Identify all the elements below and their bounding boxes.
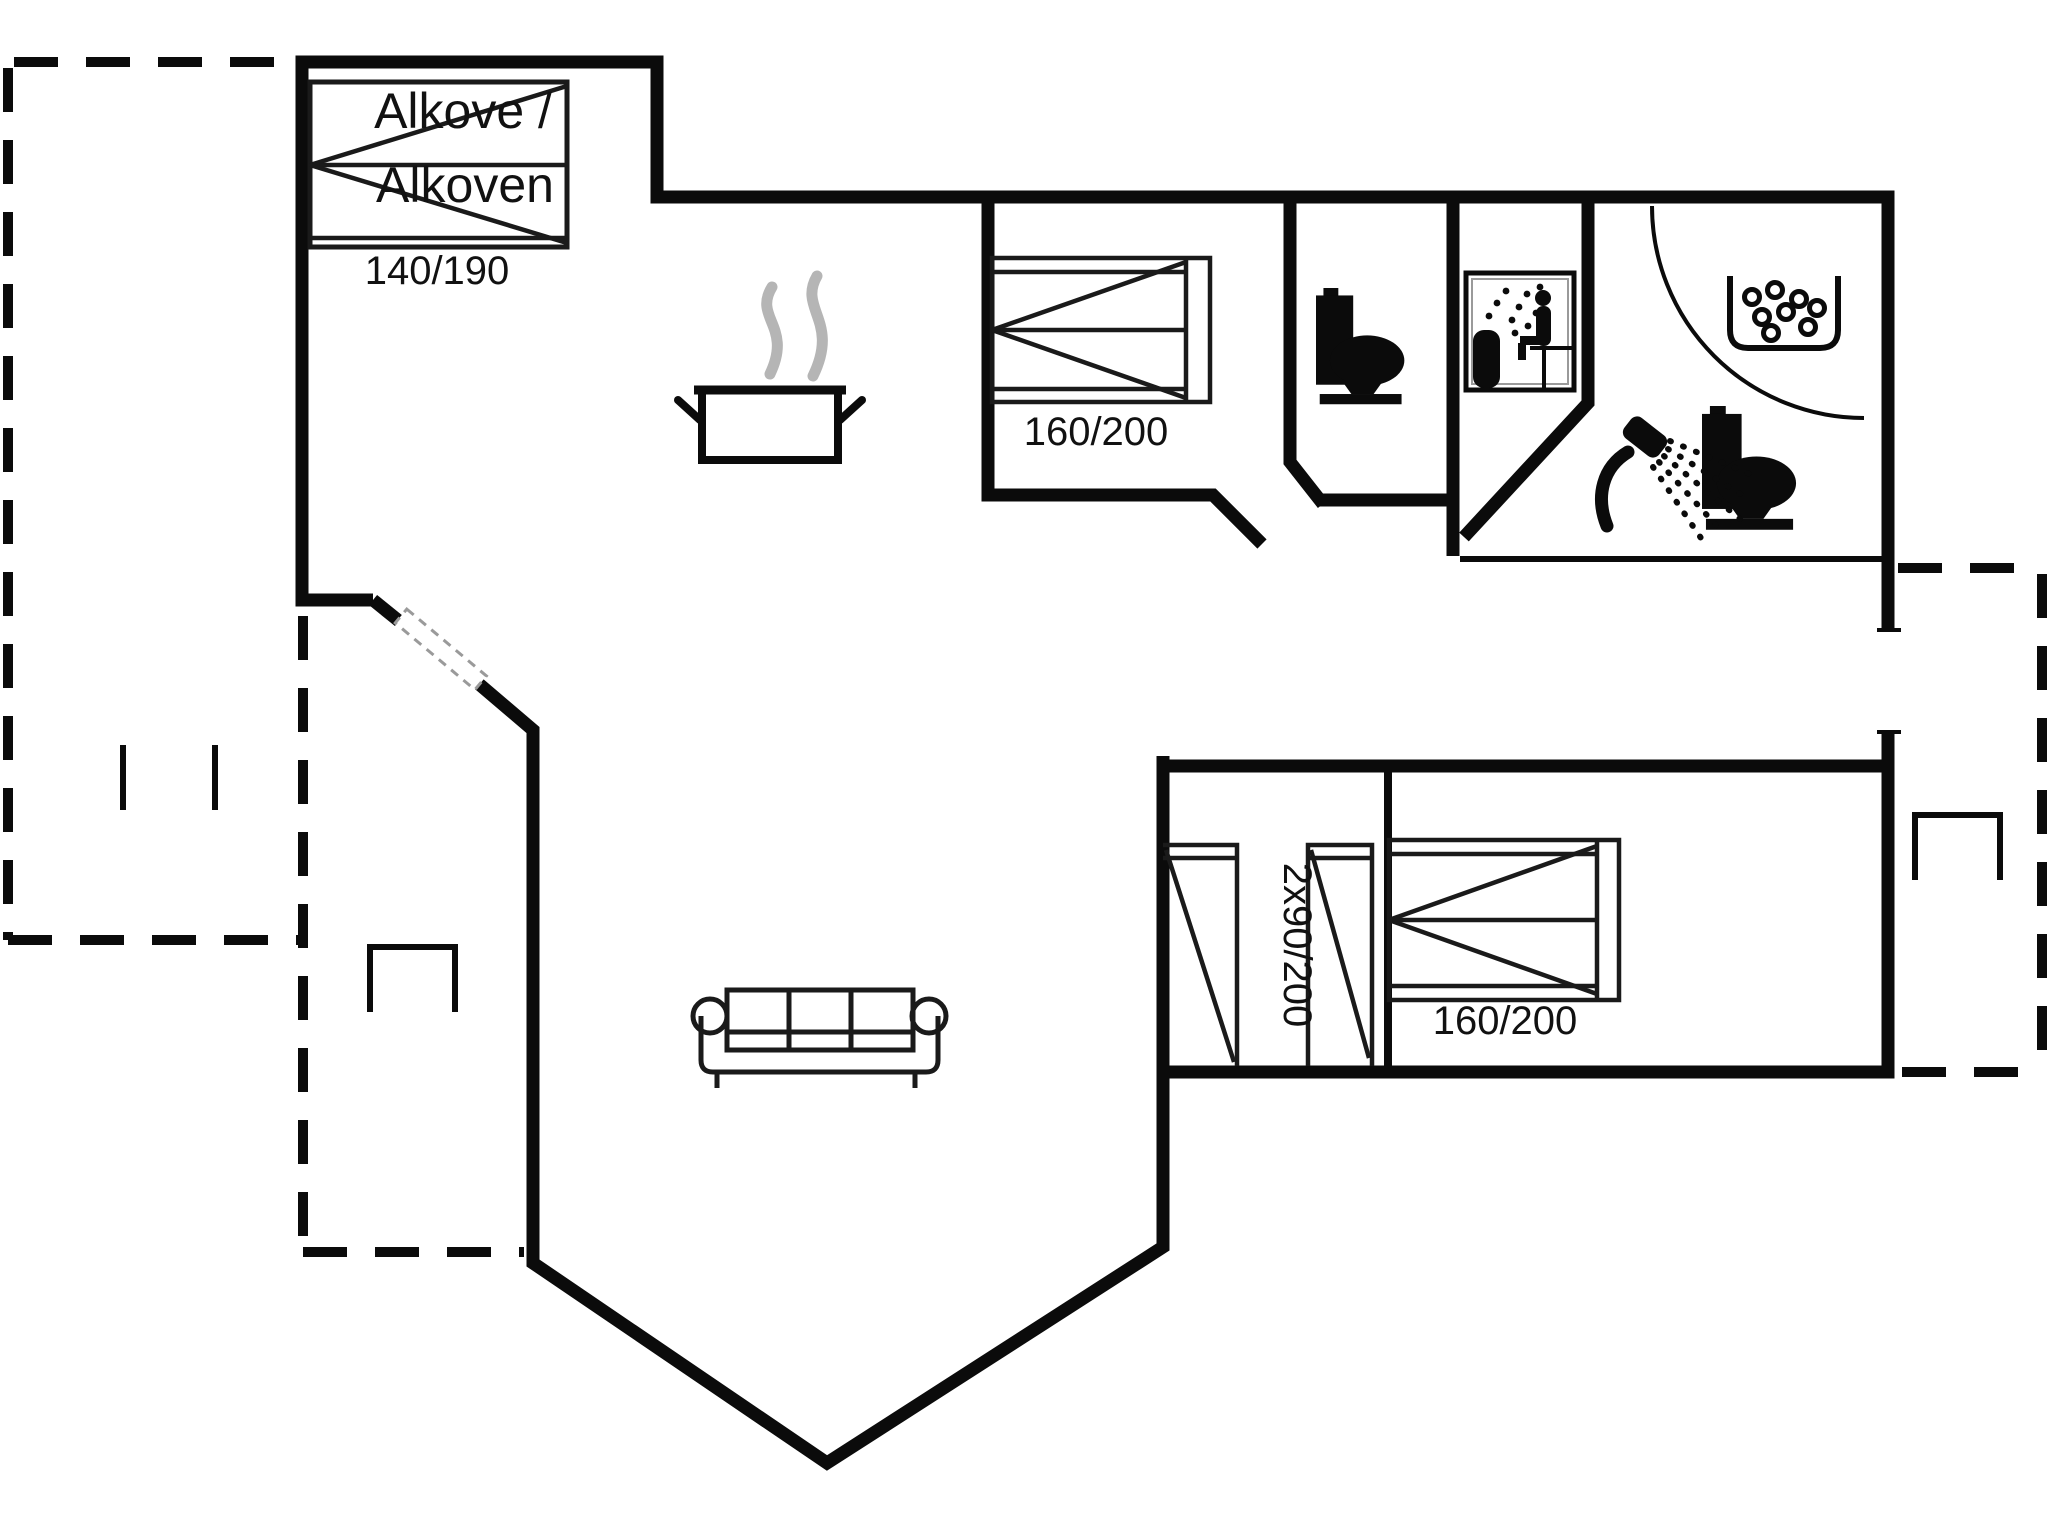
bed-diagonal	[991, 327, 1187, 401]
sauna-heater	[1473, 330, 1500, 388]
spray-line	[1667, 438, 1760, 480]
bed-diagonal	[1308, 849, 1372, 1059]
toilet-bowl	[1329, 335, 1405, 386]
sofa-icon	[690, 987, 949, 1088]
alcove-bed	[307, 79, 570, 250]
bed-diagonal	[1163, 849, 1237, 1063]
door-arc-icon	[1650, 205, 1865, 420]
spray-line	[1661, 453, 1743, 522]
toilet-bowl	[1716, 456, 1797, 510]
sofa-cushion-divider	[786, 990, 854, 1050]
alcove-label-line2: Alkoven	[376, 157, 554, 213]
toilet-pedestal	[1729, 505, 1774, 519]
bedroom-top-size-label: 160/200	[1024, 410, 1169, 454]
bedroom-top-bed	[989, 255, 1213, 405]
bed-icon	[1163, 842, 1240, 1066]
whirlpool-tub-icon	[1727, 276, 1841, 351]
pot-icon	[674, 270, 866, 464]
toilet-base	[1319, 394, 1402, 405]
sauna-divider-wall	[1459, 197, 1595, 542]
entrance-wall-stub	[368, 594, 404, 627]
terrace-inner-boundary	[298, 616, 524, 1257]
bed-icon	[1305, 842, 1375, 1066]
single-bed-right	[1305, 842, 1375, 1066]
steam-icon	[761, 281, 783, 380]
toilet-button	[1323, 288, 1339, 298]
exterior-wall-north	[295, 55, 1895, 630]
terrace-left-outline	[3, 57, 300, 945]
tub-outline	[1727, 276, 1841, 351]
pot-body	[698, 386, 842, 464]
bedroom-right-singles-label: 2x90/200	[1275, 863, 1319, 1028]
bed-diagonal	[309, 162, 568, 246]
bed-diagonal	[309, 83, 568, 168]
bed-diagonal	[1388, 843, 1598, 923]
bed-diagonal	[991, 259, 1187, 333]
spray-line	[1650, 464, 1708, 547]
window-marker-icon	[1912, 812, 2003, 880]
sofa-armrest	[909, 996, 949, 1036]
bedroom-right-size-label: 160/200	[1433, 999, 1578, 1043]
sofa-cushions	[724, 987, 916, 1053]
tub-bubbles	[1742, 280, 1827, 343]
sauna-person-leg	[1520, 336, 1540, 345]
pot-handle	[836, 396, 866, 424]
sofa-armrest	[690, 996, 730, 1036]
spray-line	[1656, 459, 1727, 537]
sofa-base	[698, 1016, 941, 1075]
toilet-icon-wc	[1316, 288, 1405, 405]
sauna-bench	[1530, 346, 1574, 390]
bed-diagonal	[1388, 917, 1598, 997]
sauna-person-leg	[1518, 343, 1526, 360]
terrace-step-marks	[120, 745, 218, 810]
shower-hose	[1595, 445, 1635, 533]
steam-icon	[806, 270, 828, 382]
exterior-wall-west-south	[474, 679, 1170, 1471]
exterior-wall-southeast	[1157, 732, 1895, 1079]
entrance-door-leaf	[393, 606, 489, 692]
sauna-person-head	[1535, 290, 1551, 306]
labels: Alkove / Alkoven 140/190 160/200 160/200…	[365, 83, 1578, 1043]
pot-handle	[674, 396, 704, 424]
toilet-icon-bathroom	[1702, 406, 1797, 530]
terrace-right-outline	[1898, 563, 2047, 1077]
sauna-box-inner	[1471, 278, 1569, 385]
exterior-walls	[295, 55, 1901, 1471]
shower-head	[1622, 416, 1668, 458]
toilet-base	[1705, 518, 1794, 530]
bedroom-top-wall	[981, 197, 1267, 549]
window-marker-icon	[367, 944, 458, 1012]
toilet-button	[1709, 406, 1726, 416]
toilet-pedestal	[1342, 381, 1383, 395]
bedroom-right-bed	[1386, 837, 1622, 1003]
window-markers	[367, 812, 2003, 1012]
sauna-icon	[1463, 270, 1577, 393]
shower-spray	[1650, 438, 1760, 547]
sofa-legs	[714, 1072, 918, 1088]
single-bed-left	[1163, 842, 1240, 1066]
alcove-size-label: 140/190	[365, 249, 510, 293]
wc-wall-left	[1283, 197, 1329, 509]
entrance-door	[393, 606, 489, 692]
spray-line	[1665, 446, 1753, 503]
shower-icon	[1595, 416, 1760, 547]
alcove-label-line1: Alkove /	[374, 83, 552, 139]
